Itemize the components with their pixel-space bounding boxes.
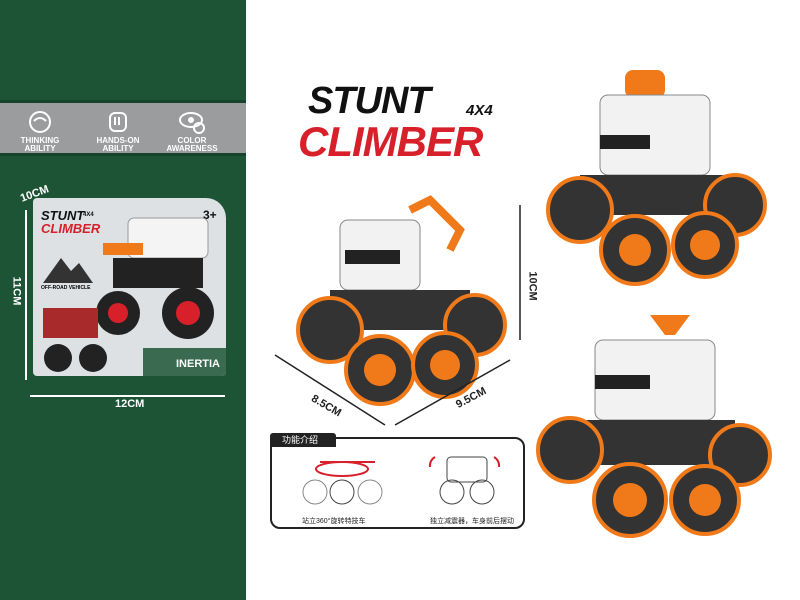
logo-4x4: 4X4 [466,102,493,119]
package-width-label: 12CM [115,398,145,410]
mountain-icon [43,258,93,283]
package-height-label: 11CM [10,276,23,306]
width-dimension-line [30,395,225,397]
hand-icon [109,112,127,132]
feature-label: ABILITY [102,144,134,153]
package-box: STUNT 4X4 CLIMBER 3+ OFF-ROAD VEHICLE IN… [33,198,226,376]
feature-label: THINKING [20,136,60,145]
info-panel-title: 功能介绍 [270,433,336,447]
height-dimension-line [25,210,27,380]
main-truck-illustration [274,195,521,426]
truck-cannon-illustration [546,70,767,286]
logo-climber: CLIMBER [298,118,483,165]
stunt-climber-logo: STUNT 4X4 CLIMBER [288,80,518,170]
age-badge: 3+ [203,208,217,222]
package-logo-badge: 4X4 [83,212,94,218]
truck-funnel-illustration [536,315,772,538]
logo-stunt: STUNT [308,80,431,122]
width-dimension-line [394,359,511,426]
package-truck-illustration [43,217,226,376]
height-label: 10CM [526,271,539,301]
length-dimension-line [274,354,386,426]
feature-label: HANDS-ON [96,136,140,145]
feature-label: COLOR [177,136,207,145]
rotation-illustration [302,461,383,505]
suspension-illustration [428,456,501,505]
package-logo-bottom: CLIMBER [41,221,101,236]
feature-info-panel [270,437,525,529]
brain-icon [29,111,51,133]
vehicle-label: OFF-ROAD VEHICLE [41,285,91,291]
suspension-caption: 独立减震器，车身前后摆动 [430,518,514,525]
feature-label: AWARENESS [166,144,218,153]
inertia-label: INERTIA [176,358,220,370]
feature-label: ABILITY [24,144,56,153]
package-logo-top: STUNT [41,208,85,223]
eye-icon [179,112,205,134]
rotation-caption: 站立360°旋转特技车 [302,518,366,525]
